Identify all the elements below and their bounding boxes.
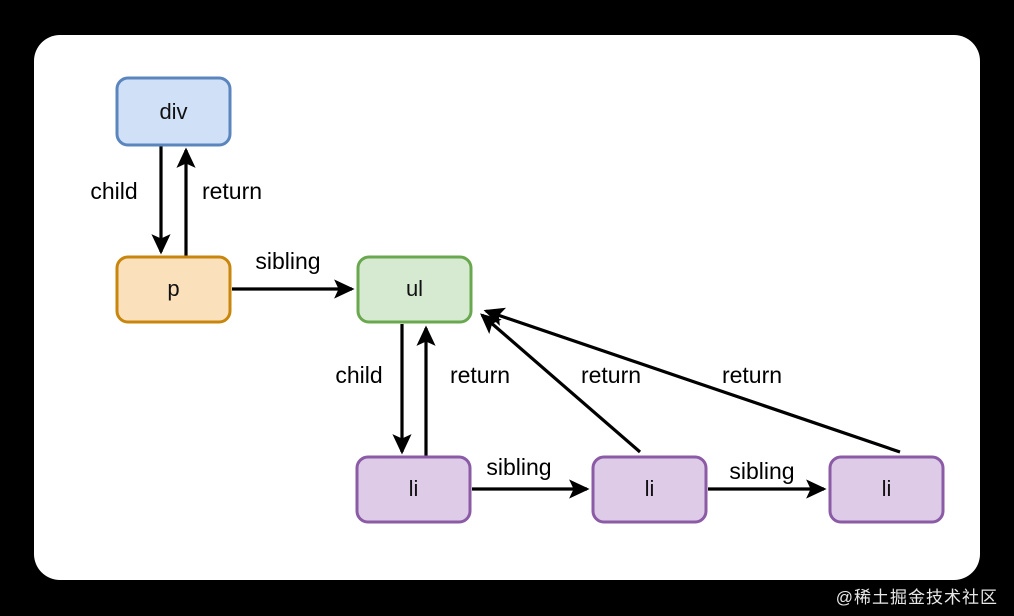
edge-label-li3-ul-return: return — [722, 362, 782, 388]
node-ul-box[interactable] — [356, 255, 473, 324]
edge-lines — [151, 146, 901, 499]
edge-line-li3-ul-return — [483, 307, 901, 454]
edge-label-li1-li2-sibling: sibling — [486, 454, 551, 480]
edge-label-div-p-child: child — [90, 178, 137, 204]
node-li-2-label: li — [645, 476, 655, 501]
edge-label-li2-li3-sibling: sibling — [729, 458, 794, 484]
node-li-2-box[interactable] — [591, 455, 708, 524]
node-ul-label: ul — [406, 276, 423, 301]
edge-label-li2-ul-return: return — [581, 362, 641, 388]
node-div-label: div — [159, 99, 187, 124]
node-p[interactable]: p — [115, 255, 232, 324]
watermark: @稀土掘金技术社区 — [835, 588, 998, 607]
edge-label-p-div-return: return — [202, 178, 262, 204]
node-div-box[interactable] — [115, 76, 232, 147]
node-li-1[interactable]: li — [355, 455, 472, 524]
node-li-1-box[interactable] — [355, 455, 472, 524]
node-li-3-box[interactable] — [828, 455, 945, 524]
node-li-2[interactable]: li — [591, 455, 708, 524]
node-li-3-label: li — [882, 476, 892, 501]
edge-label-li1-ul-return: return — [450, 362, 510, 388]
node-div[interactable]: div — [115, 76, 232, 147]
node-li-1-label: li — [409, 476, 419, 501]
node-p-box[interactable] — [115, 255, 232, 324]
node-li-3[interactable]: li — [828, 455, 945, 524]
edge-label-p-ul-sibling: sibling — [255, 248, 320, 274]
edge-line-li2-ul-return — [480, 313, 642, 454]
node-ul[interactable]: ul — [356, 255, 473, 324]
edge-label-ul-li1-child: child — [335, 362, 382, 388]
edge-labels: child return sibling child return siblin… — [90, 178, 794, 484]
node-p-label: p — [167, 276, 179, 301]
